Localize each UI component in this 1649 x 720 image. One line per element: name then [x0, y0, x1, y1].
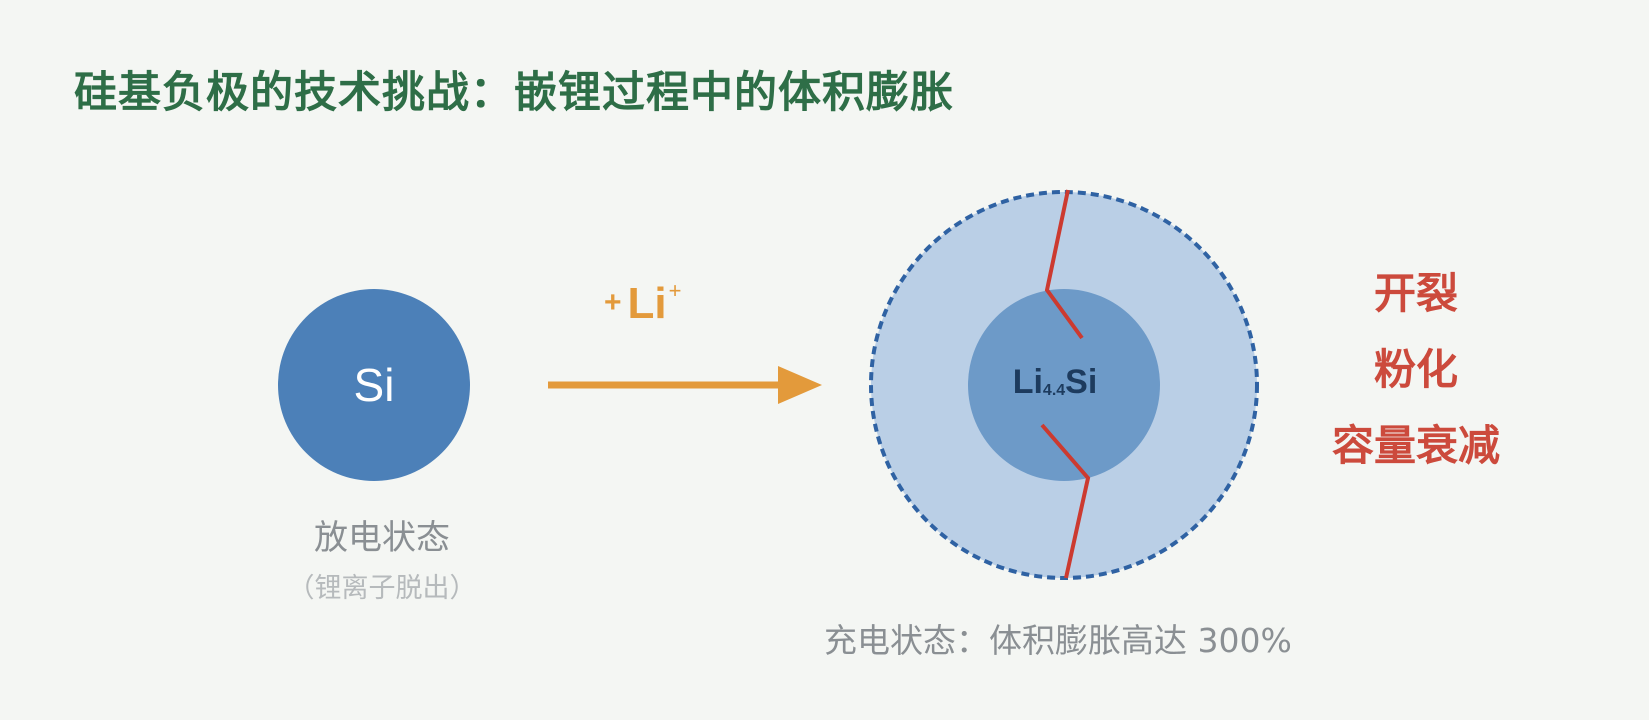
- discharge-state-label: 放电状态: [314, 518, 450, 558]
- lithium-ion-label: +Li+: [604, 278, 682, 329]
- discharge-state-note: （锂离子脱出）: [287, 573, 477, 604]
- lisi-subscript: 4.4: [1042, 382, 1066, 399]
- effect-capacity-fade: 容量衰减: [1331, 421, 1500, 470]
- effect-pulverization: 粉化: [1373, 345, 1458, 394]
- arrow-head: [778, 366, 822, 404]
- lisi-formula: Li4.4Si: [970, 363, 1140, 402]
- crack-top: [1044, 189, 1084, 340]
- effect-cracking: 开裂: [1373, 269, 1458, 318]
- lisi-si: Si: [1065, 363, 1098, 401]
- expanded-particle: [869, 189, 1259, 580]
- charge-state-label: 充电状态：体积膨胀高达 300%: [824, 621, 1292, 660]
- crack-bottom: [1040, 423, 1091, 579]
- li-charge: +: [668, 278, 682, 303]
- li-symbol: Li: [627, 279, 667, 328]
- page-title: 硅基负极的技术挑战：嵌锂过程中的体积膨胀: [74, 68, 954, 118]
- lithiation-arrow-icon: [548, 366, 822, 404]
- lithiated-core: [968, 289, 1160, 481]
- plus-sign: +: [604, 286, 622, 319]
- lisi-li: Li: [1012, 363, 1043, 401]
- si-label: Si: [353, 359, 395, 411]
- si-particle: Si: [278, 289, 470, 481]
